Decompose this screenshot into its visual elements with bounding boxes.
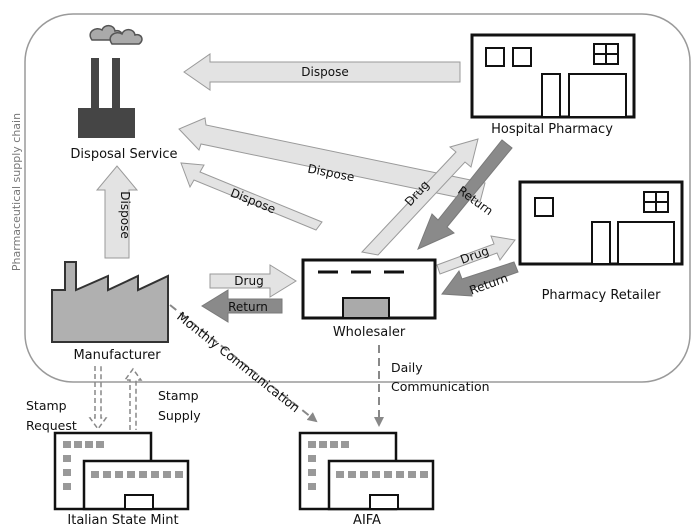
supply-chain-side-label: Pharmaceutical supply chain [10,113,23,271]
hospital-pharmacy-icon [470,33,636,119]
pharmacy-retailer-label: Pharmacy Retailer [542,288,661,303]
return-arrow-retailer [441,261,519,297]
dispose-arrow-wholesaler [180,162,323,231]
wholesaler-icon [301,258,437,320]
disposal-service-label: Disposal Service [70,147,177,162]
drug-arrow-retailer [436,235,516,275]
stamp-request-label-line2: Request [26,418,77,433]
aifa-icon [298,431,435,511]
monthly-communication-arrow [169,304,318,423]
aifa-label: AIFA [353,513,381,528]
pharmacy-retailer-icon [518,180,684,266]
dispose-label-manufacturer: Dispose [118,191,132,238]
supply-chain-boundary [24,13,691,383]
daily-communication-label-line2: Communication [391,379,490,394]
drug-arrow-manufacturer [209,264,297,298]
stamp-request-arrow [88,366,108,431]
disposal-service-icon [78,24,143,138]
italian-state-mint-icon [53,431,190,511]
dispose-label-hospital: Dispose [301,65,348,79]
stamp-supply-arrow [123,367,143,430]
return-arrow-hospital [417,139,513,250]
dispose-arrow-hospital [183,53,461,91]
stamp-supply-label-line1: Stamp [158,388,199,403]
italian-state-mint-label: Italian State Mint [67,513,178,528]
stamp-supply-label-line2: Supply [158,408,201,423]
stamp-request-label-line1: Stamp [26,398,67,413]
drug-label-retailer: Drug [458,244,490,267]
manufacturer-label: Manufacturer [73,348,161,363]
drug-arrow-hospital [361,138,479,256]
daily-communication-label-line1: Daily [391,360,423,375]
wholesaler-label: Wholesaler [333,325,406,340]
manufacturer-icon [51,261,169,343]
dispose-arrow-manufacturer [95,165,139,259]
dispose-label-wholesaler: Dispose [228,186,277,217]
drug-label-manufacturer: Drug [234,274,263,288]
return-label-wholesaler: Return [228,300,268,314]
return-arrow-wholesaler [201,289,283,323]
hospital-pharmacy-label: Hospital Pharmacy [491,122,613,137]
